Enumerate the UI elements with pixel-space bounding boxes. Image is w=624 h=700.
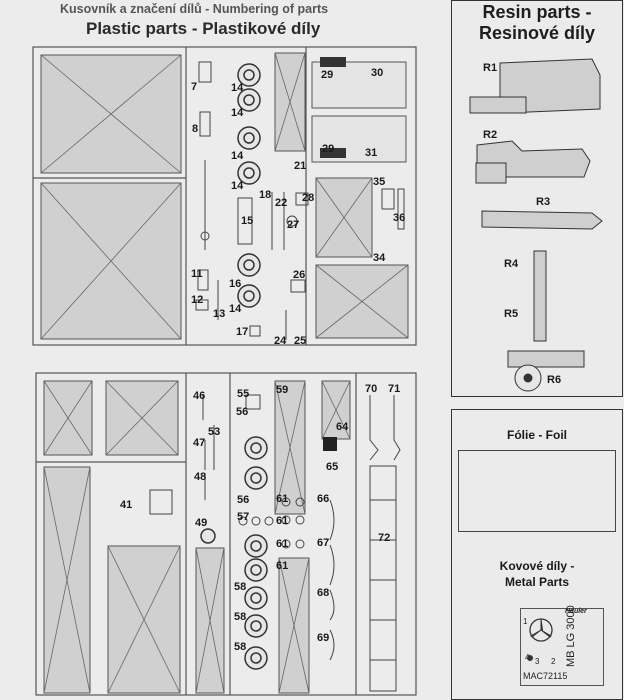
part-label: 15 [241, 215, 253, 227]
model-name: MB LG 3000 [565, 605, 577, 667]
part-label: 18 [259, 189, 271, 201]
part-label: 48 [194, 471, 206, 483]
part-label: 55 [237, 388, 249, 400]
part-label: 69 [317, 632, 329, 644]
metal-num: 2 [551, 657, 556, 666]
part-label: 58 [234, 641, 246, 653]
foil-area [458, 450, 616, 532]
part-label: 67 [317, 537, 329, 549]
part-label: 14 [229, 303, 242, 315]
part-label: 57 [237, 511, 249, 523]
panel [311, 61, 407, 109]
foil-metal-box: Fólie - Foil Kovové díly - Metal Parts H… [451, 409, 623, 700]
part-label: 66 [317, 493, 329, 505]
part-label: 21 [294, 160, 306, 172]
part-label: 31 [365, 147, 377, 159]
metal-part-sheet: Hauler MB LG 3000 4 3 2 1 MAC72115 [520, 605, 604, 686]
part-label: 65 [326, 461, 338, 473]
part-label: 61 [276, 515, 288, 527]
page-title: Plastic parts - Plastikové díly [86, 19, 321, 38]
resin-title-cz: Resinové díly [478, 23, 596, 43]
part-label: 11 [191, 268, 203, 280]
resin-label: R6 [547, 374, 562, 386]
part-label: 24 [274, 335, 287, 347]
part-label: 28 [302, 192, 314, 204]
resin-label: R1 [483, 62, 498, 74]
part-label: 61 [276, 538, 288, 550]
part-label: 46 [193, 390, 205, 402]
part-label: 8 [192, 123, 198, 135]
metal-title-cz: Kovové díly - [499, 559, 575, 573]
part-label: 25 [294, 335, 306, 347]
part-label: 14 [231, 180, 244, 192]
sprue-diagram: 7 8 14 14 14 14 18 15 22 28 27 21 29 30 … [32, 46, 417, 696]
part-label: 61 [276, 560, 288, 572]
metal-title-en: Metal Parts [504, 575, 570, 589]
part-label: 58 [234, 581, 246, 593]
mercedes-star-icon [529, 618, 553, 642]
part-label: 64 [336, 421, 349, 433]
sprue-bottom-labels: 46 53 47 48 41 49 55 56 56 57 58 58 58 5… [120, 383, 400, 653]
sprue-top-frame [32, 46, 417, 346]
part-label: 12 [191, 294, 203, 306]
part-label: 68 [317, 587, 329, 599]
part-label: 59 [276, 384, 288, 396]
part-label: 14 [231, 107, 244, 119]
part-label: 49 [195, 517, 207, 529]
resin-title-en: Resin parts - [482, 2, 592, 22]
resin-parts-box: Resin parts - Resinové díly R1 R2 R3 R4 … [451, 0, 623, 397]
part-label: 41 [120, 499, 132, 511]
part-label: 27 [287, 219, 299, 231]
kit-code: MAC72115 [523, 671, 568, 681]
metal-num: 1 [523, 617, 528, 626]
part-label: 14 [231, 82, 244, 94]
foil-title: Fólie - Foil [507, 428, 567, 442]
part-label: 35 [373, 176, 385, 188]
part-label: 29 [321, 69, 333, 81]
part-label: 14 [231, 150, 244, 162]
part-label: 56 [236, 406, 248, 418]
part-label: 30 [371, 67, 383, 79]
sprue-top-labels: 7 8 14 14 14 14 18 15 22 28 27 21 29 30 … [191, 67, 405, 347]
metal-num: 3 [535, 657, 540, 666]
part-label: 16 [229, 278, 241, 290]
part-label: 72 [378, 532, 390, 544]
resin-label: R5 [504, 308, 519, 320]
part-label: 26 [293, 269, 305, 281]
resin-diagram [469, 58, 603, 392]
part-label: 7 [191, 81, 197, 93]
page-subtitle: Kusovník a značení dílů - Numbering of p… [60, 2, 329, 16]
part-label: 29 [322, 143, 334, 155]
part-label: 17 [236, 326, 248, 338]
part-label: 47 [193, 437, 205, 449]
part-label: 71 [388, 383, 400, 395]
resin-label: R3 [536, 196, 551, 208]
part-label: 36 [393, 212, 405, 224]
part-label: 58 [234, 611, 246, 623]
part-label: 34 [373, 252, 386, 264]
resin-label: R4 [504, 258, 519, 270]
part-label: 53 [208, 426, 220, 438]
part-label: 56 [237, 494, 249, 506]
resin-label: R2 [483, 129, 498, 141]
part-label: 13 [213, 308, 225, 320]
metal-dot [527, 655, 533, 661]
part-64-block [323, 437, 337, 451]
part-label: 22 [275, 197, 287, 209]
part-label: 61 [276, 493, 288, 505]
part-label: 70 [365, 383, 377, 395]
brand-logo: Hauler [565, 608, 587, 615]
